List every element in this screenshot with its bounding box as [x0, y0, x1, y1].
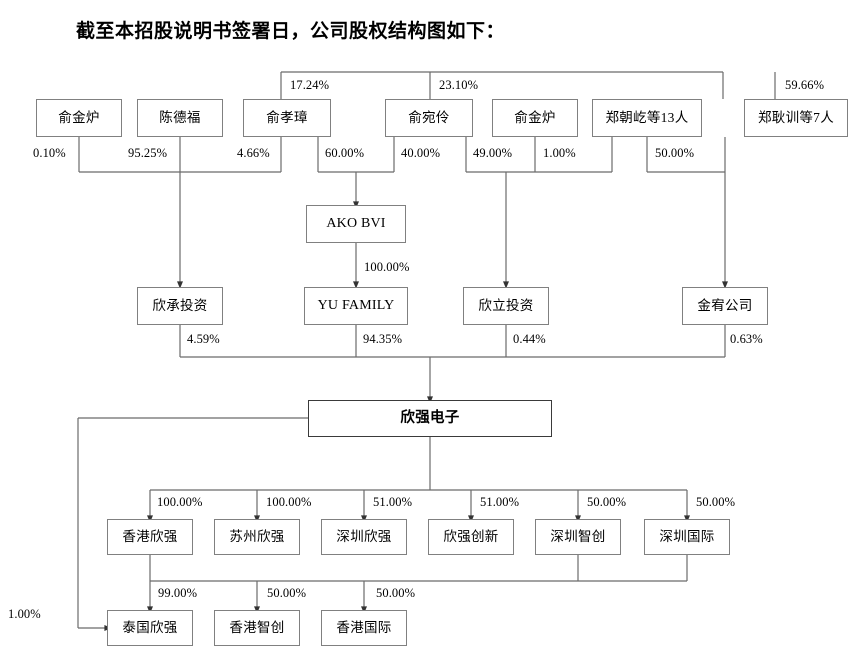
pct-label-50-00-gj: 50.00% — [696, 495, 736, 509]
pct-label-95-25: 95.25% — [128, 146, 168, 160]
pct-label-50-00-hkzc: 50.00% — [267, 586, 307, 600]
node-shenzhen-zhichuang[interactable]: 深圳智创 — [535, 519, 621, 555]
node-yu-wanling[interactable]: 俞宛伶 — [385, 99, 473, 137]
pct-label-100-00-hk: 100.00% — [157, 495, 203, 509]
pct-label-49-00: 49.00% — [473, 146, 513, 160]
node-yu-jinlu-2[interactable]: 俞金炉 — [492, 99, 578, 137]
node-hongkong-zhichuang[interactable]: 香港智创 — [214, 610, 300, 646]
pct-label-4-59: 4.59% — [187, 332, 220, 346]
node-jinyou-company[interactable]: 金宥公司 — [682, 287, 768, 325]
node-shenzhen-international[interactable]: 深圳国际 — [644, 519, 730, 555]
pct-label-94-35: 94.35% — [363, 332, 403, 346]
pct-label-59-66: 59.66% — [785, 78, 825, 92]
pct-label-4-66: 4.66% — [237, 146, 270, 160]
pct-label-51-00-cx: 51.00% — [480, 495, 520, 509]
pct-label-1-00-bottom: 1.00% — [8, 607, 41, 621]
pct-label-40-00: 40.00% — [401, 146, 441, 160]
node-thailand-xinqiang[interactable]: 泰国欣强 — [107, 610, 193, 646]
pct-label-50-00-hkgj: 50.00% — [376, 586, 416, 600]
pct-label-100-00-ako: 100.00% — [364, 260, 410, 274]
node-shenzhen-xinqiang[interactable]: 深圳欣强 — [321, 519, 407, 555]
pct-label-0-63: 0.63% — [730, 332, 763, 346]
pct-label-100-00-sz: 100.00% — [266, 495, 312, 509]
node-hongkong-international[interactable]: 香港国际 — [321, 610, 407, 646]
node-zheng-chaoyi-13[interactable]: 郑朝屹等13人 — [592, 99, 702, 137]
pct-label-60-00: 60.00% — [325, 146, 365, 160]
node-xinqiang-electronics[interactable]: 欣强电子 — [308, 400, 552, 437]
pct-label-1-00-top: 1.00% — [543, 146, 576, 160]
node-xinqiang-innovation[interactable]: 欣强创新 — [428, 519, 514, 555]
pct-label-17-24: 17.24% — [290, 78, 330, 92]
pct-label-51-00-szxq: 51.00% — [373, 495, 413, 509]
node-xincheng-investment[interactable]: 欣承投资 — [137, 287, 223, 325]
pct-label-0-10: 0.10% — [33, 146, 66, 160]
node-hongkong-xinqiang[interactable]: 香港欣强 — [107, 519, 193, 555]
page-title: 截至本招股说明书签署日，公司股权结构图如下： — [76, 21, 506, 42]
pct-label-50-00-zc: 50.00% — [587, 495, 627, 509]
node-chen-defu[interactable]: 陈德福 — [137, 99, 223, 137]
node-yu-xiaozhang[interactable]: 俞孝璋 — [243, 99, 331, 137]
node-yu-jinlu-1[interactable]: 俞金炉 — [36, 99, 122, 137]
node-ako-bvi[interactable]: AKO BVI — [306, 205, 406, 243]
node-zheng-gengxun-7[interactable]: 郑耿训等7人 — [744, 99, 848, 137]
pct-label-50-00-zheng: 50.00% — [655, 146, 695, 160]
pct-label-99-00: 99.00% — [158, 586, 198, 600]
node-xinli-investment[interactable]: 欣立投资 — [463, 287, 549, 325]
pct-label-23-10: 23.10% — [439, 78, 479, 92]
node-yu-family[interactable]: YU FAMILY — [304, 287, 408, 325]
pct-label-0-44: 0.44% — [513, 332, 546, 346]
node-suzhou-xinqiang[interactable]: 苏州欣强 — [214, 519, 300, 555]
